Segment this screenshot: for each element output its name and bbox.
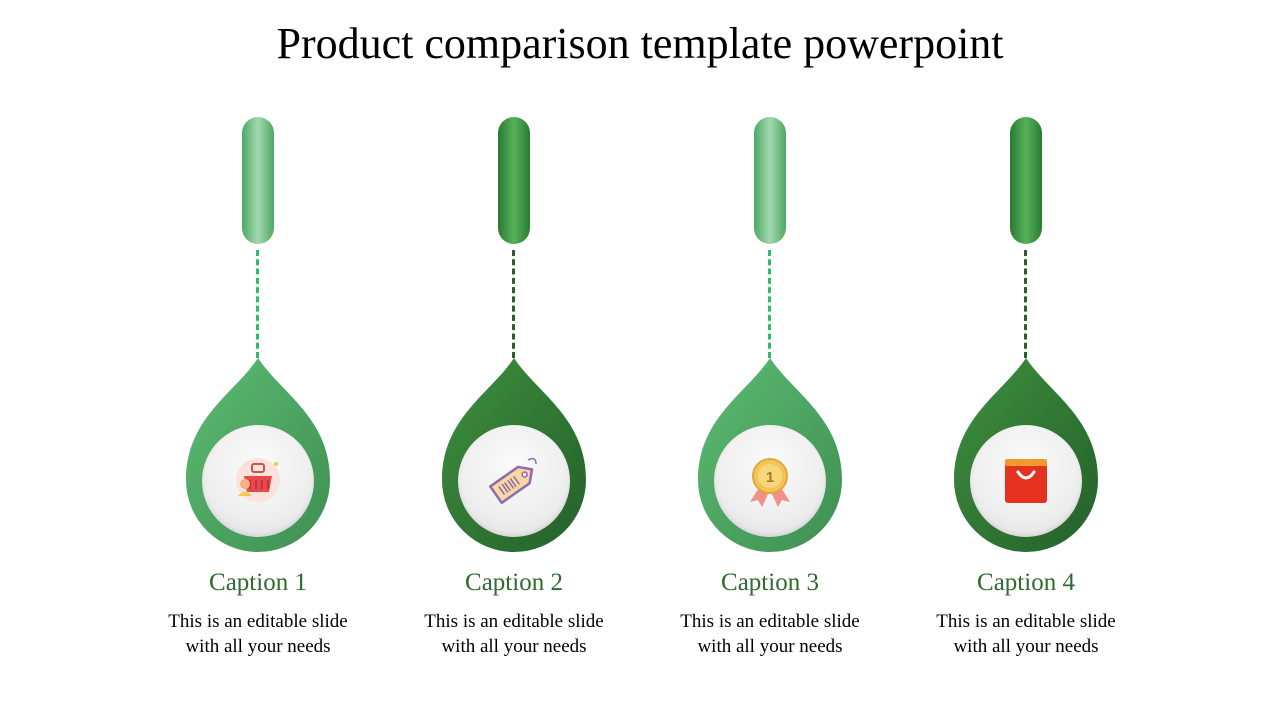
price-tag-icon	[488, 457, 537, 505]
description-line: This is an editable slide	[680, 611, 860, 632]
caption-description: This is an editable slide with all your …	[640, 609, 900, 659]
description-line: with all your needs	[441, 636, 587, 657]
caption-title: Caption 4	[977, 569, 1075, 596]
description-line: This is an editable slide	[936, 611, 1116, 632]
description-line: with all your needs	[185, 636, 331, 657]
svg-text:1: 1	[766, 469, 774, 486]
caption-description: This is an editable slide with all your …	[128, 609, 388, 659]
comparison-item-4: Caption 4 This is an editable slide with…	[896, 0, 1156, 720]
description-line: This is an editable slide	[168, 611, 348, 632]
pill-bar	[498, 117, 530, 244]
comparison-item-2: Caption 2 This is an editable slide with…	[384, 0, 644, 720]
caption-description: This is an editable slide with all your …	[896, 609, 1156, 659]
dashed-connector	[256, 250, 259, 358]
description-line: with all your needs	[697, 636, 843, 657]
shopping-bag-icon	[1005, 459, 1047, 503]
description-line: This is an editable slide	[424, 611, 604, 632]
comparison-item-3: 1 Caption 3 This is an editable slide wi…	[640, 0, 900, 720]
dashed-connector	[1024, 250, 1027, 358]
medal-icon: 1	[750, 458, 790, 507]
caption-title: Caption 2	[465, 569, 563, 596]
dashed-connector	[768, 250, 771, 358]
comparison-item-1: Caption 1 This is an editable slide with…	[128, 0, 388, 720]
caption-title: Caption 3	[721, 569, 819, 596]
dashed-connector	[512, 250, 515, 358]
pill-bar	[754, 117, 786, 244]
page-title: Product comparison template powerpoint	[276, 19, 1004, 68]
pill-bar	[1010, 117, 1042, 244]
caption-description: This is an editable slide with all your …	[384, 609, 644, 659]
caption-title: Caption 1	[209, 569, 307, 596]
shopping-basket-person-icon	[236, 458, 280, 502]
pill-bar	[242, 117, 274, 244]
description-line: with all your needs	[953, 636, 1099, 657]
